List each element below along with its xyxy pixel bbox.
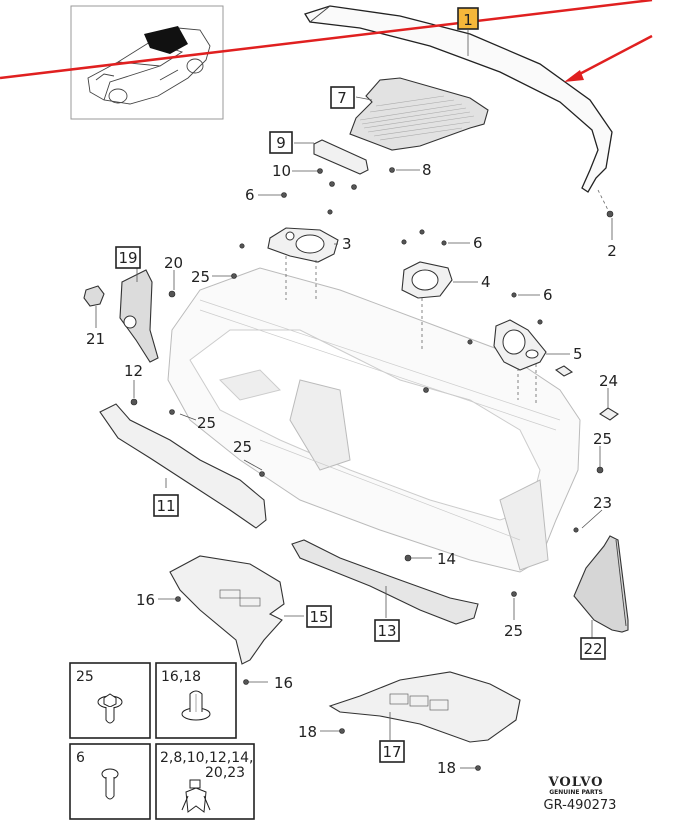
part-5-speaker-bracket[interactable] <box>493 319 547 371</box>
part-21-switch[interactable] <box>83 285 105 307</box>
callout-9[interactable]: 9 <box>269 131 293 154</box>
callout-6[interactable]: 6 <box>473 234 483 252</box>
expanding-clip-icon <box>181 779 211 813</box>
svg-text:22: 22 <box>583 640 602 658</box>
callout-22[interactable]: 22 <box>580 637 606 660</box>
callout-3[interactable]: 3 <box>342 235 352 253</box>
callout-25[interactable]: 25 <box>197 414 216 432</box>
legend-box-clips: 2,8,10,12,14, 20,23 <box>155 743 255 820</box>
vehicle-locator-thumbnail <box>70 5 224 120</box>
legend-box-25: 25 <box>69 662 151 739</box>
fastener-legend: 25 16,18 6 2,8,10 <box>69 662 255 820</box>
part-9-trim-panel[interactable] <box>313 139 369 175</box>
callout-16[interactable]: 16 <box>136 591 155 609</box>
part-19-side-panel[interactable] <box>119 269 159 363</box>
fasteners <box>130 167 614 771</box>
svg-text:15: 15 <box>309 608 328 626</box>
callout-25[interactable]: 25 <box>504 622 523 640</box>
callout-11[interactable]: 11 <box>153 494 179 517</box>
callout-4[interactable]: 4 <box>481 273 491 291</box>
svg-text:11: 11 <box>156 497 175 515</box>
svg-text:7: 7 <box>337 89 347 107</box>
svg-text:2,8,10,12,14,: 2,8,10,12,14, <box>160 750 254 766</box>
part-3-speaker-bracket[interactable] <box>267 227 339 263</box>
part-1-dashboard-top-cover[interactable] <box>304 5 613 193</box>
dashboard-carrier-frame <box>167 267 581 573</box>
part-13-knee-panel[interactable] <box>291 539 479 625</box>
callout-12[interactable]: 12 <box>124 362 143 380</box>
svg-text:17: 17 <box>382 743 401 761</box>
callout-21[interactable]: 21 <box>86 330 105 348</box>
brand-tagline: GENUINE PARTS <box>549 789 603 796</box>
svg-text:9: 9 <box>276 134 286 152</box>
brand-block: VOLVO GENUINE PARTS GR-490273 <box>544 775 617 813</box>
callout-25[interactable]: 25 <box>233 438 252 456</box>
push-nut-icon <box>181 690 211 721</box>
part-15-lower-bracket[interactable] <box>169 555 285 665</box>
callout-7[interactable]: 7 <box>330 86 355 109</box>
callout-16[interactable]: 16 <box>274 674 293 692</box>
part-4-speaker-bracket[interactable] <box>401 261 453 299</box>
part-11-lower-trim[interactable] <box>99 403 267 529</box>
callout-13[interactable]: 13 <box>374 619 400 642</box>
svg-text:19: 19 <box>118 249 137 267</box>
svg-text:16,18: 16,18 <box>161 669 201 685</box>
legend-box-16-18: 16,18 <box>155 662 237 739</box>
callout-20[interactable]: 20 <box>164 254 183 272</box>
svg-text:20,23: 20,23 <box>205 765 245 781</box>
car-icon <box>87 26 211 105</box>
part-22-side-cover[interactable] <box>573 535 629 633</box>
callout-6[interactable]: 6 <box>543 286 553 304</box>
part-7-speaker-grille[interactable] <box>349 77 489 151</box>
callout-5[interactable]: 5 <box>573 345 583 363</box>
callout-8[interactable]: 8 <box>422 161 432 179</box>
hex-bolt-icon <box>97 693 123 724</box>
callout-25[interactable]: 25 <box>191 268 210 286</box>
red-arrow-pointer <box>0 0 653 82</box>
callout-14[interactable]: 14 <box>437 550 456 568</box>
callout-19[interactable]: 19 <box>115 246 141 269</box>
callout-15[interactable]: 15 <box>306 605 332 628</box>
part-17-lower-bracket[interactable] <box>328 671 521 743</box>
callout-18[interactable]: 18 <box>437 759 456 777</box>
callout-24[interactable]: 24 <box>599 372 618 390</box>
callout-1[interactable]: 1 <box>457 7 479 30</box>
part-24-pad[interactable] <box>554 365 619 421</box>
callout-23[interactable]: 23 <box>593 494 612 512</box>
legend-box-6: 6 <box>69 743 151 820</box>
leader-lines <box>95 30 613 769</box>
svg-text:25: 25 <box>76 669 94 685</box>
svg-text:6: 6 <box>76 750 85 766</box>
callout-10[interactable]: 10 <box>272 162 291 180</box>
callout-17[interactable]: 17 <box>379 740 405 763</box>
diagram-reference: GR-490273 <box>544 798 617 813</box>
callout-18[interactable]: 18 <box>298 723 317 741</box>
callout-1-text: 1 <box>463 11 473 29</box>
svg-text:13: 13 <box>377 622 396 640</box>
volvo-logo: VOLVO <box>548 775 604 790</box>
callout-25[interactable]: 25 <box>593 430 612 448</box>
callout-6[interactable]: 6 <box>245 186 255 204</box>
torx-screw-icon <box>101 768 119 800</box>
callout-2[interactable]: 2 <box>607 242 617 260</box>
